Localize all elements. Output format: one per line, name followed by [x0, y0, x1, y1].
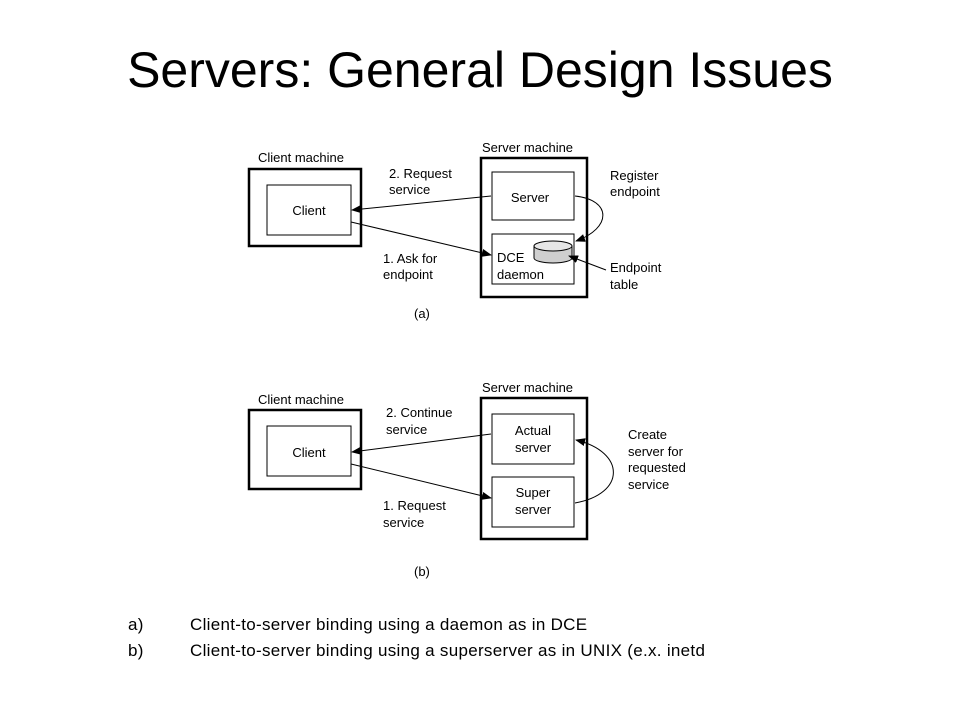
b-actual-label-2: server	[515, 440, 552, 455]
a-dce-label-2: daemon	[497, 267, 544, 282]
b-create-label-2: server for	[628, 444, 684, 459]
b-continue-service-arrow	[351, 433, 492, 455]
b-server-machine-label: Server machine	[482, 380, 573, 395]
a-server-box	[491, 171, 575, 221]
endpoint-table-icon	[533, 240, 573, 264]
caption-text-a: Client-to-server binding using a daemon …	[190, 615, 588, 634]
caption-text-b: Client-to-server binding using a superse…	[190, 641, 706, 660]
b-create-label-3: requested	[628, 460, 686, 475]
caption-row-b: b) Client-to-server binding using a supe…	[128, 638, 928, 664]
b-create-server-arrow	[574, 438, 614, 504]
b-actual-label-1: Actual	[515, 423, 551, 438]
b-super-label-1: Super	[516, 485, 551, 500]
b-actual-server-box	[491, 413, 575, 465]
b-super-label-2: server	[515, 502, 552, 517]
b-client-machine-label: Client machine	[258, 392, 344, 407]
caption-key-a: a)	[128, 615, 144, 634]
a-request-service-arrow	[351, 195, 492, 214]
b-client-box	[266, 425, 352, 477]
a-step1-label-2: endpoint	[383, 267, 433, 282]
b-client-label: Client	[292, 445, 326, 460]
a-step2-label-1: 2. Request	[389, 166, 452, 181]
a-table-label-1: Endpoint	[610, 260, 662, 275]
b-step2-label-2: service	[386, 422, 427, 437]
b-super-server-box	[491, 476, 575, 528]
page-title: Servers: General Design Issues	[127, 42, 833, 98]
a-step2-label-2: service	[389, 182, 430, 197]
a-client-machine-label: Client machine	[258, 150, 344, 165]
a-server-label: Server	[511, 190, 550, 205]
b-create-label-4: service	[628, 477, 669, 492]
b-create-label-1: Create	[628, 427, 667, 442]
a-step1-label-1: 1. Ask for	[383, 251, 438, 266]
caption-key-b: b)	[128, 641, 144, 660]
a-caption: (a)	[414, 306, 430, 321]
caption-row-a: a) Client-to-server binding using a daem…	[128, 612, 928, 638]
a-client-label: Client	[292, 203, 326, 218]
b-step2-label-1: 2. Continue	[386, 405, 453, 420]
diagram-a: Client machine Client Server machine Ser…	[247, 140, 662, 321]
a-server-machine-label: Server machine	[482, 140, 573, 155]
a-dce-label-1: DCE	[497, 250, 525, 265]
b-step1-label-1: 1. Request	[383, 498, 446, 513]
b-request-service-arrow	[350, 463, 492, 500]
a-ask-endpoint-arrow	[350, 221, 492, 257]
a-endpoint-table-pointer	[568, 255, 607, 271]
a-register-label-1: Register	[610, 168, 659, 183]
a-register-endpoint-arrow	[574, 195, 604, 242]
figure-captions: a) Client-to-server binding using a daem…	[128, 612, 928, 664]
a-register-label-2: endpoint	[610, 184, 660, 199]
b-caption: (b)	[414, 564, 430, 579]
a-client-box	[266, 184, 352, 236]
a-table-label-2: table	[610, 277, 638, 292]
b-step1-label-2: service	[383, 515, 424, 530]
diagram-b: Client machine Client Server machine Act…	[247, 380, 686, 579]
